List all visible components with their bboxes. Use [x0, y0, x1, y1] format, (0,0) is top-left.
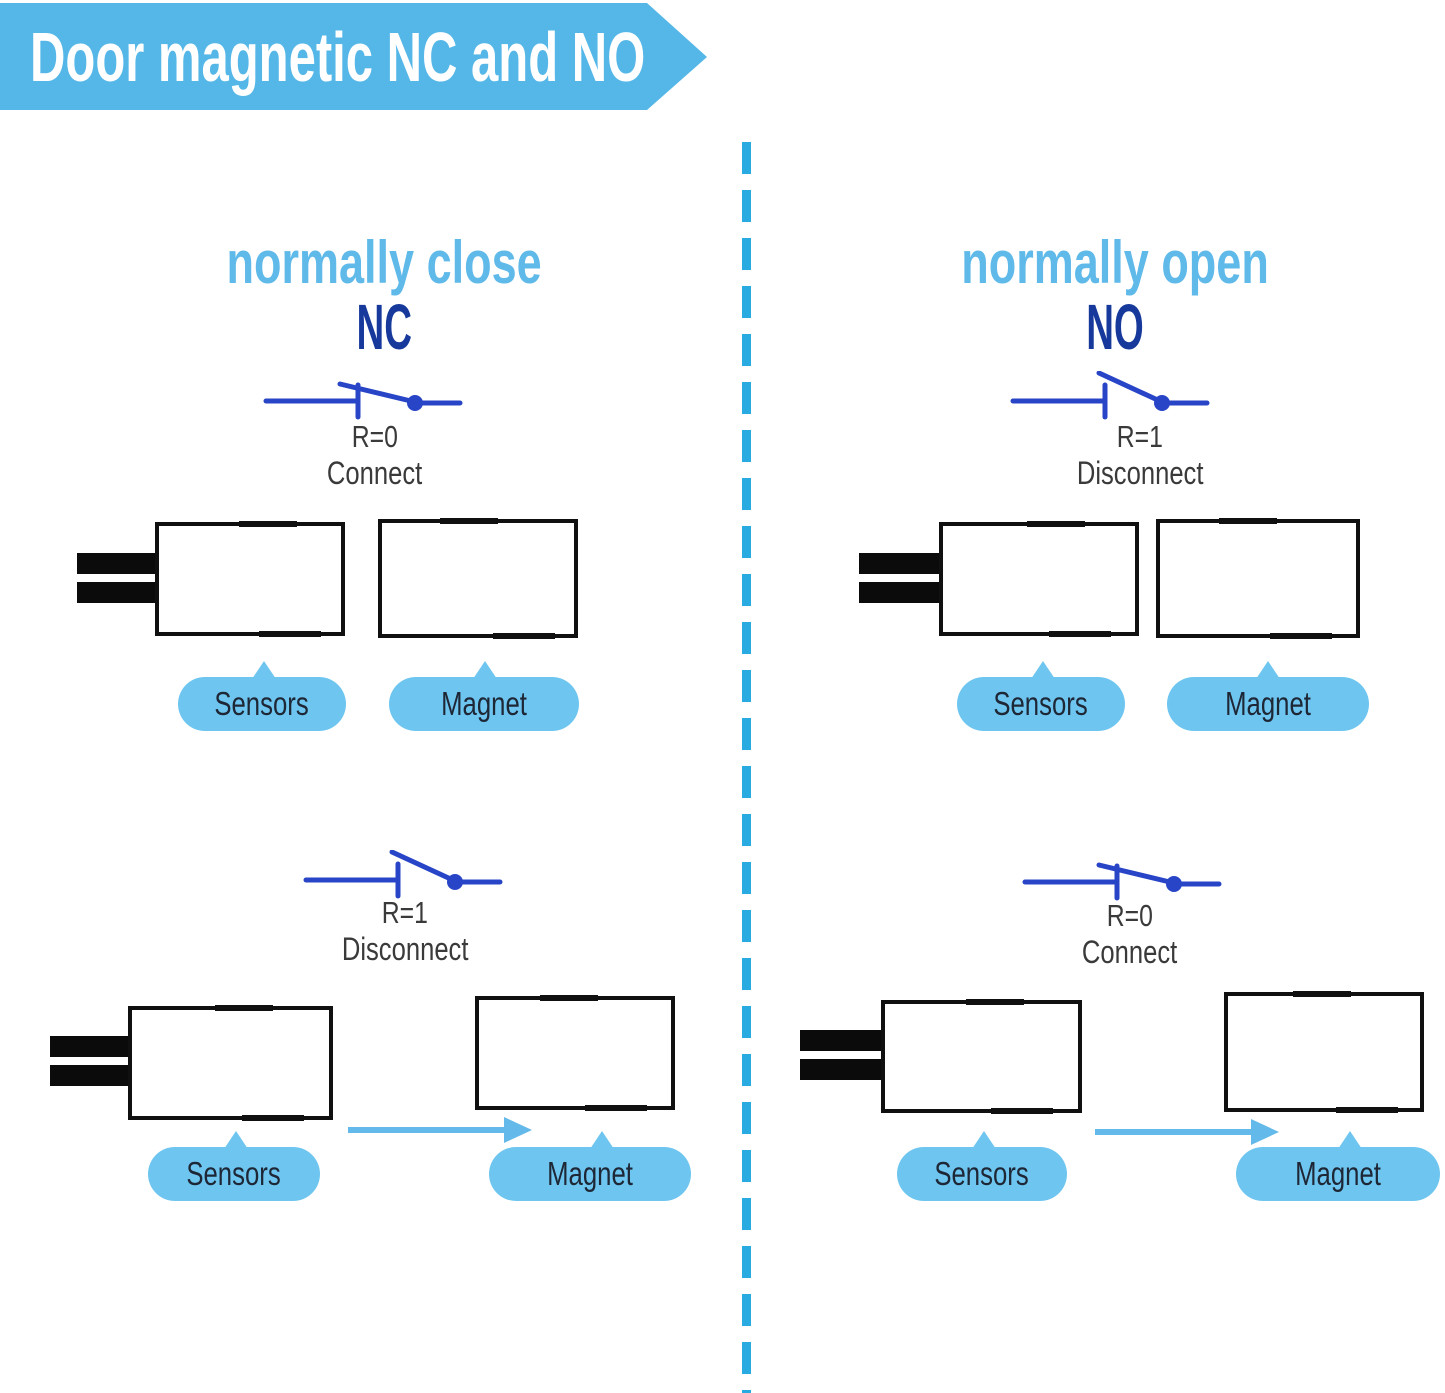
- sensor-wires: [77, 553, 159, 603]
- edge-notch: [1269, 633, 1332, 639]
- move-arrow-icon: [1095, 1119, 1279, 1145]
- pointer-tip: [223, 1131, 248, 1149]
- edge-notch: [1293, 991, 1352, 997]
- magnet-box: [378, 518, 578, 639]
- action-label: Disconnect: [1076, 455, 1204, 491]
- edge-notch: [1048, 631, 1111, 637]
- resistance-label: R=1: [1116, 419, 1164, 454]
- sensors-pill: Sensors: [148, 1131, 320, 1201]
- switch-icon: [263, 371, 463, 427]
- title-banner: Door magnetic NC and NO: [0, 3, 707, 110]
- wire: [800, 1030, 882, 1051]
- no-column-heading: normally open NO: [865, 232, 1365, 360]
- edge-notch: [1218, 518, 1277, 524]
- switch-icon: [303, 850, 503, 906]
- sensors-pill: Sensors: [957, 661, 1125, 731]
- edge-notch: [1335, 1107, 1398, 1113]
- sensor-box: [155, 521, 345, 637]
- divider-dashed-line: [742, 142, 751, 1393]
- switch-icon: [1022, 852, 1222, 908]
- resistance-label: R=0: [351, 419, 399, 454]
- no-abbr-text: NO: [1086, 291, 1144, 364]
- nc-near-state-label: R=0 Connect: [215, 420, 535, 491]
- wire: [77, 553, 159, 574]
- switch-icon: [1010, 371, 1210, 427]
- wire: [50, 1065, 132, 1086]
- pointer-tip: [472, 661, 497, 679]
- resistance-label: R=0: [1106, 898, 1154, 933]
- nc-heading-text: normally close: [226, 229, 542, 296]
- edge-notch: [214, 1005, 273, 1011]
- nc-column-heading: normally close NC: [134, 232, 634, 360]
- sensor-box: [939, 521, 1139, 637]
- edge-notch: [242, 1115, 305, 1121]
- sensors-pill: Sensors: [897, 1131, 1067, 1201]
- action-label: Connect: [327, 455, 423, 491]
- magnet-box: [1156, 518, 1360, 639]
- wire: [859, 553, 941, 574]
- magnet-pill: Magnet: [389, 661, 579, 731]
- pointer-tip: [1030, 661, 1055, 679]
- edge-notch: [439, 518, 498, 524]
- sensor-wires: [50, 1036, 132, 1086]
- wire: [77, 582, 159, 603]
- sensor-wires: [859, 553, 941, 603]
- edge-notch: [966, 999, 1025, 1005]
- magnet-box: [475, 995, 675, 1111]
- edge-notch: [991, 1108, 1054, 1114]
- magnet-pill: Magnet: [1167, 661, 1369, 731]
- edge-notch: [493, 633, 556, 639]
- magnet-pill: Magnet: [489, 1131, 691, 1201]
- sensor-box: [128, 1005, 333, 1121]
- page-title: Door magnetic NC and NO: [30, 17, 646, 96]
- no-near-state-label: R=1 Disconnect: [980, 420, 1300, 491]
- pointer-tip: [971, 1131, 996, 1149]
- sensors-pill: Sensors: [178, 661, 346, 731]
- sensor-box: [881, 999, 1082, 1114]
- action-label: Disconnect: [341, 931, 469, 967]
- edge-notch: [540, 995, 599, 1001]
- sensor-wires: [800, 1030, 882, 1080]
- magnet-pill: Magnet: [1236, 1131, 1440, 1201]
- nc-abbr-text: NC: [356, 291, 412, 364]
- edge-notch: [239, 521, 298, 527]
- nc-far-state-label: R=1 Disconnect: [245, 896, 565, 967]
- wire: [50, 1036, 132, 1057]
- resistance-label: R=1: [381, 895, 429, 930]
- move-arrow-icon: [348, 1117, 532, 1143]
- wire: [859, 582, 941, 603]
- no-far-state-label: R=0 Connect: [970, 899, 1290, 970]
- edge-notch: [1027, 521, 1086, 527]
- magnet-box: [1224, 991, 1424, 1113]
- wire: [800, 1059, 882, 1080]
- pointer-tip: [1255, 661, 1280, 679]
- no-heading-text: normally open: [961, 229, 1269, 296]
- pointer-tip: [1338, 1131, 1362, 1149]
- pointer-tip: [251, 661, 276, 679]
- action-label: Connect: [1082, 934, 1178, 970]
- edge-notch: [584, 1105, 647, 1111]
- edge-notch: [259, 631, 322, 637]
- pointer-tip: [590, 1131, 614, 1149]
